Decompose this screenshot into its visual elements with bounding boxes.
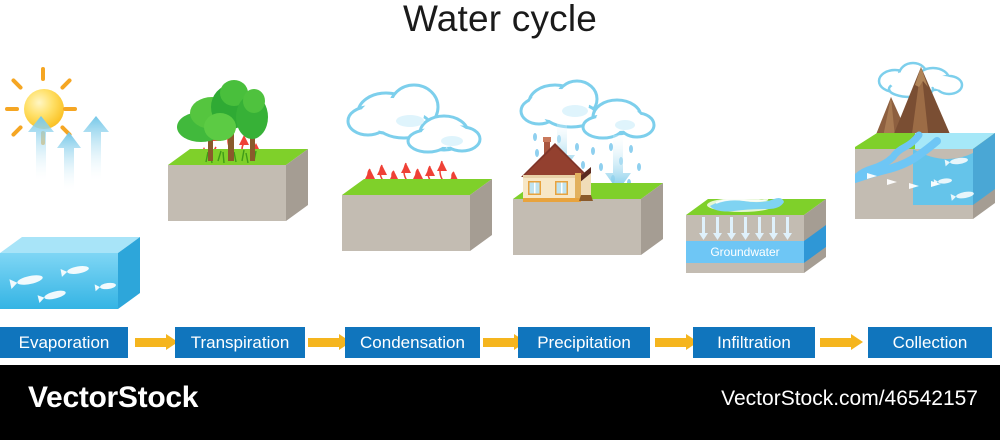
stage-illustration-infiltration: Groundwater	[686, 55, 831, 320]
stage-illustration-transpiration	[168, 55, 308, 320]
flow-arrow-5	[820, 334, 863, 351]
stage-label-condensation[interactable]: Condensation	[345, 327, 480, 358]
vapor-arrow-head	[365, 161, 459, 182]
stage-label-text: Precipitation	[537, 333, 631, 352]
stage-label-collection[interactable]: Collection	[868, 327, 992, 358]
soil-block-icon	[168, 149, 308, 221]
stage-label-text: Transpiration	[190, 333, 290, 352]
stage-label-evaporation[interactable]: Evaporation	[0, 327, 128, 358]
stage-label-transpiration[interactable]: Transpiration	[175, 327, 305, 358]
stage-label-text: Collection	[892, 333, 968, 352]
down-arrow-icon	[699, 217, 792, 240]
stage-label-text: Evaporation	[18, 333, 110, 352]
flow-arrow-1	[135, 334, 178, 351]
vectorstock-brand: VectorStock	[28, 381, 199, 414]
water-body-icon	[0, 237, 140, 309]
up-arrow-icon	[28, 116, 109, 190]
watermark-footer: VectorStock VectorStock.com/46542157	[0, 365, 1000, 440]
stage-illustration-precipitation	[513, 55, 663, 320]
stage-label-bar: Evaporation Transpiration Condensation P…	[0, 327, 1000, 360]
stage-label-precipitation[interactable]: Precipitation	[518, 327, 650, 358]
fish-icon	[9, 266, 116, 303]
flow-arrow-icon	[867, 173, 941, 189]
stage-illustration-collection	[855, 55, 1000, 320]
rain-cloud-icon	[519, 79, 656, 140]
fish-icon	[933, 157, 974, 201]
page-title: Water cycle	[402, 0, 598, 39]
soil-block-icon	[342, 179, 492, 251]
cloud-icon	[346, 83, 482, 154]
groundwater-label-text: Groundwater	[710, 245, 780, 259]
flow-arrow-4	[655, 334, 698, 351]
stage-label-text: Condensation	[360, 333, 465, 352]
illustration-area: Groundwater	[0, 55, 1000, 320]
stage-illustration-condensation	[342, 55, 492, 320]
tree-icon	[177, 80, 268, 161]
stage-label-text: Infiltration	[717, 333, 791, 352]
puddle-icon	[707, 198, 784, 212]
stage-illustration-evaporation	[0, 55, 140, 320]
groundwater-label: Groundwater	[686, 241, 804, 263]
house-icon	[521, 137, 593, 202]
stage-label-infiltration[interactable]: Infiltration	[693, 327, 815, 358]
vectorstock-url: VectorStock.com/46542157	[721, 387, 978, 410]
mountain-icon	[875, 67, 953, 141]
